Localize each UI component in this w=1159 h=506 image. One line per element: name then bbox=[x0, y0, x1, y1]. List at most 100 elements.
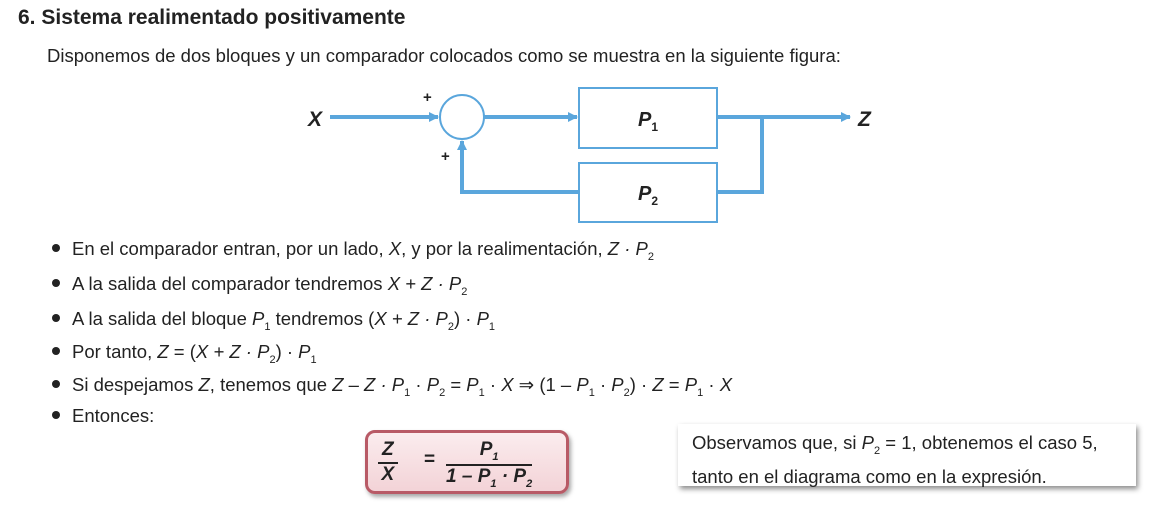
math-variable: P bbox=[576, 374, 589, 395]
subscript: 1 bbox=[310, 354, 317, 366]
comparator-circle bbox=[439, 94, 485, 140]
math-variable: X + Z · P bbox=[387, 273, 462, 294]
math-variable: P bbox=[426, 374, 440, 395]
subscript: 1 bbox=[588, 387, 595, 399]
subscript: 2 bbox=[269, 354, 276, 366]
bullet-text: Por tanto, bbox=[72, 341, 158, 362]
plus-sign-top: + bbox=[423, 89, 432, 106]
subscript: 1 bbox=[697, 387, 704, 399]
section-title: 6. Sistema realimentado positivamente bbox=[18, 6, 406, 29]
feedback-return-line bbox=[457, 140, 578, 194]
math-variable: Z bbox=[198, 374, 210, 395]
bullet-item: En el comparador entran, por un lado, X,… bbox=[52, 238, 654, 263]
subscript: 1 bbox=[404, 387, 411, 399]
bullet-text: ⇒ (1 – bbox=[513, 374, 577, 395]
math-variable: Z · P bbox=[607, 238, 648, 259]
math-variable: Z bbox=[157, 341, 169, 362]
bullet-text: = bbox=[663, 374, 685, 395]
bullet-text: · bbox=[703, 374, 720, 395]
bullet-text: tendremos ( bbox=[270, 308, 375, 329]
lhs-denominator: X bbox=[381, 464, 395, 485]
bullet-dot-icon bbox=[52, 347, 60, 356]
block-p1-label: P bbox=[638, 109, 652, 131]
note-text-b: = 1, obtenemos el caso 5, bbox=[880, 432, 1098, 453]
bullet-text: ) · bbox=[453, 308, 477, 329]
bullet-text: A la salida del bloque bbox=[72, 308, 252, 329]
block-p2 bbox=[578, 162, 718, 223]
math-variable: X bbox=[388, 238, 402, 259]
math-variable: Z bbox=[652, 374, 664, 395]
block-p2-label: P bbox=[638, 183, 652, 205]
math-variable: X bbox=[719, 374, 733, 395]
bullet-text: , tenemos que bbox=[209, 374, 333, 395]
subscript: 1 bbox=[488, 321, 496, 333]
lhs-fraction: Z X bbox=[378, 439, 398, 486]
bullet-text: , y por la realimentación, bbox=[401, 238, 608, 259]
subscript: 2 bbox=[623, 387, 630, 399]
observation-note: Observamos que, si P2 = 1, obtenemos el … bbox=[678, 424, 1136, 487]
block-p2-sub: 2 bbox=[651, 194, 658, 208]
subscript: 2 bbox=[439, 387, 446, 399]
subscript: 2 bbox=[461, 286, 468, 298]
math-variable: P bbox=[298, 341, 311, 362]
note-sub: 2 bbox=[874, 445, 881, 457]
bullet-item: Por tanto, Z = (X + Z · P2) · P1 bbox=[52, 341, 317, 366]
block-p1 bbox=[578, 87, 718, 149]
bullet-text: · bbox=[594, 374, 612, 395]
bullet-text: A la salida del comparador tendremos bbox=[72, 273, 388, 294]
rhs-den-sub-2: 2 bbox=[526, 478, 533, 490]
output-label: Z bbox=[857, 108, 872, 131]
bullet-dot-icon bbox=[52, 380, 60, 389]
bullet-item: A la salida del bloque P1 tendremos (X +… bbox=[52, 308, 495, 333]
input-label: X bbox=[307, 108, 324, 131]
bullet-text: ) · bbox=[629, 374, 653, 395]
bullet-text: · bbox=[410, 374, 427, 395]
bullet-item: Si despejamos Z, tenemos que Z – Z · P1 … bbox=[52, 374, 732, 399]
rhs-denominator-b: · P bbox=[496, 466, 527, 487]
bullet-dot-icon bbox=[52, 244, 60, 253]
note-line-2: tanto en el diagrama como en la expresió… bbox=[692, 466, 1047, 487]
svg-text:P1: P1 bbox=[638, 109, 658, 134]
bullet-dot-icon bbox=[52, 314, 60, 323]
bullet-dot-icon bbox=[52, 411, 60, 420]
feedback-tap-line bbox=[718, 117, 764, 194]
result-formula-box: Z X = P1 1 – P1 · P2 bbox=[365, 430, 569, 494]
math-variable: X + Z · P bbox=[374, 308, 448, 329]
subscript: 2 bbox=[447, 321, 454, 333]
bullet-text: · bbox=[484, 374, 502, 395]
math-variable: X bbox=[501, 374, 514, 395]
subscript: 2 bbox=[647, 251, 654, 263]
math-variable: P bbox=[684, 374, 698, 395]
bullet-item: A la salida del comparador tendremos X +… bbox=[52, 273, 467, 298]
subscript: 1 bbox=[264, 321, 271, 333]
math-variable: P bbox=[476, 308, 489, 329]
bullet-dot-icon bbox=[52, 279, 60, 288]
rhs-denominator-a: 1 – P bbox=[446, 466, 491, 487]
bullet-text: = ( bbox=[168, 341, 196, 362]
subscript: 1 bbox=[478, 387, 485, 399]
rhs-numerator-sub: 1 bbox=[492, 451, 499, 463]
bullet-text: Entonces: bbox=[72, 405, 155, 426]
svg-text:P2: P2 bbox=[638, 183, 658, 208]
rhs-numerator: P bbox=[479, 439, 493, 460]
intro-text: Disponemos de dos bloques y un comparado… bbox=[47, 45, 841, 66]
equals-sign: = bbox=[424, 449, 436, 470]
lhs-numerator: Z bbox=[378, 439, 398, 464]
rhs-fraction: P1 1 – P1 · P2 bbox=[446, 439, 533, 490]
math-variable: P bbox=[466, 374, 479, 395]
plus-sign-bottom: + bbox=[441, 148, 450, 165]
math-variable: X + Z · P bbox=[195, 341, 270, 362]
bullet-text: Si despejamos bbox=[72, 374, 199, 395]
bullet-item: Entonces: bbox=[52, 405, 154, 427]
note-var: P bbox=[861, 432, 874, 453]
math-variable: P bbox=[252, 308, 265, 329]
bullet-text: ) · bbox=[275, 341, 299, 362]
bullet-text: = bbox=[445, 374, 467, 395]
bullet-text: En el comparador entran, por un lado, bbox=[72, 238, 389, 259]
rhs-den-sub-1: 1 bbox=[490, 478, 497, 490]
math-variable: Z – Z · P bbox=[332, 374, 405, 395]
note-text-a: Observamos que, si bbox=[692, 432, 862, 453]
block-diagram: X Z + + P1 P2 bbox=[307, 87, 872, 223]
math-variable: P bbox=[611, 374, 624, 395]
block-p1-sub: 1 bbox=[651, 120, 658, 134]
